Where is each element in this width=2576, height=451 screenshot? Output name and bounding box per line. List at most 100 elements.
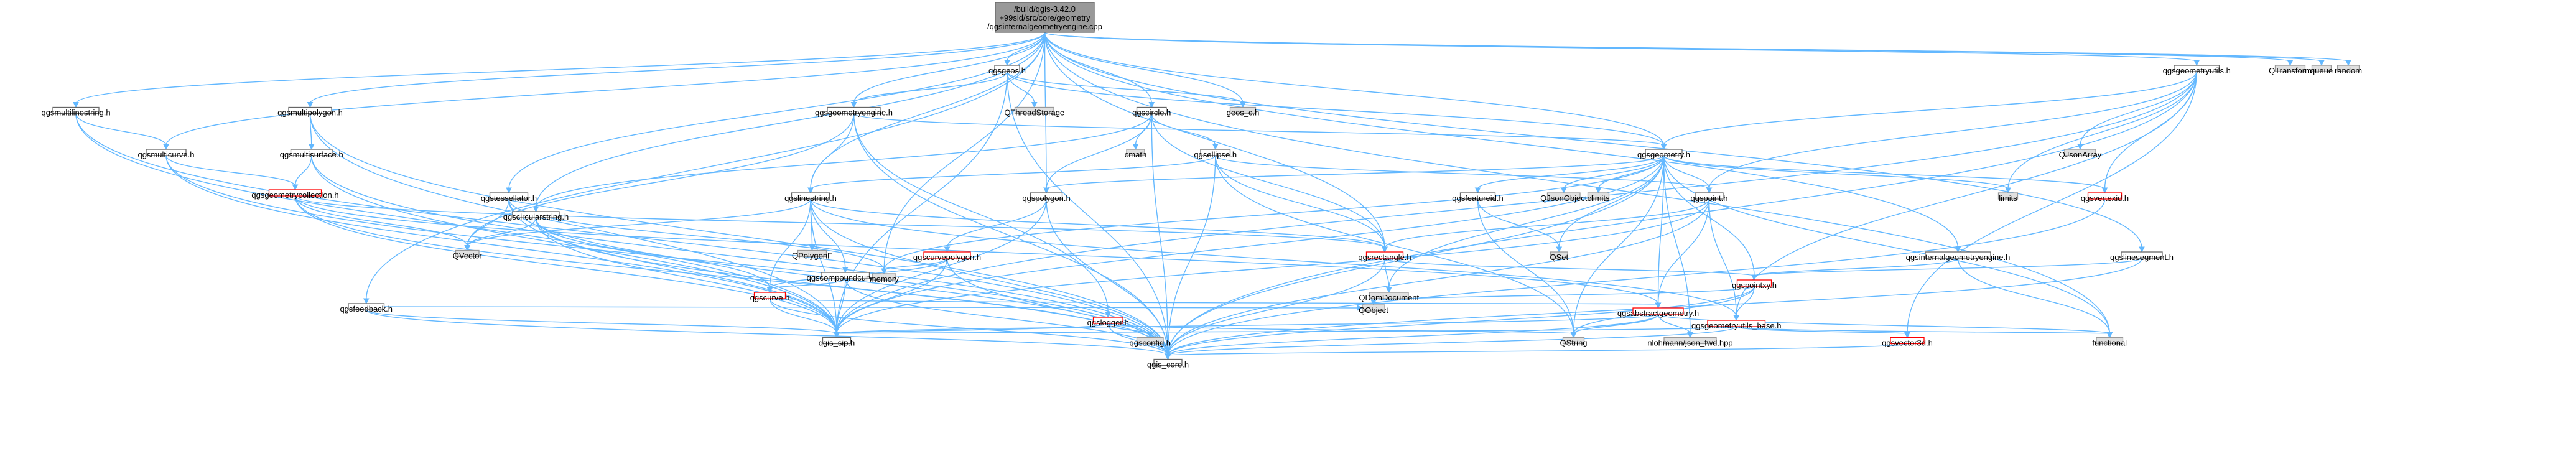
- node-box: [290, 149, 333, 156]
- node-box: [268, 189, 322, 197]
- node-cmath[interactable]: cmath: [1125, 149, 1146, 159]
- node-qgscurve[interactable]: qgscurve.h: [750, 292, 790, 302]
- node-qgsmulticurve[interactable]: qgsmulticurve.h: [137, 149, 195, 159]
- edge-qgsgeometry-to-qstring: [1573, 155, 1665, 334]
- node-qvector[interactable]: QVector: [453, 249, 483, 261]
- edge-qgsellipse-to-qgsrectangle: [1215, 155, 1385, 249]
- node-qset[interactable]: QSet: [1550, 251, 1568, 262]
- node-qgsellipse[interactable]: qgsellipse.h: [1194, 149, 1237, 159]
- edge-root-to-qgslinesegment: [1044, 32, 2142, 249]
- node-qgsgeometryutils-base[interactable]: qgsgeometryutils_base.h: [1691, 320, 1782, 330]
- node-qgsmultilinestring[interactable]: qgsmultilinestring.h: [41, 106, 111, 118]
- node-geos-c[interactable]: geos_c.h: [1227, 106, 1260, 118]
- node-qgsgeometrycollection[interactable]: qgsgeometrycollection.h: [251, 189, 339, 200]
- node-qgsgeometry[interactable]: qgsgeometry.h: [1637, 149, 1690, 159]
- node-label: QPolygonF: [792, 251, 832, 261]
- edge-arrowhead: [809, 245, 816, 251]
- node-qstring[interactable]: QString: [1560, 337, 1588, 348]
- edge-qgslinestring-to-qgis_sip: [810, 198, 837, 334]
- node-qgsmultipolygon[interactable]: qgsmultipolygon.h: [277, 106, 343, 118]
- node-qgsvertexid[interactable]: qgsvertexid.h: [2081, 192, 2129, 203]
- node-label: QThreadStorage: [1004, 108, 1064, 118]
- node-label: qgscurvepolygon.h: [913, 253, 981, 262]
- node-qgsconfig[interactable]: qgsconfig.h: [1130, 337, 1171, 348]
- node-box: [1587, 192, 1610, 200]
- node-box: [1997, 192, 2019, 200]
- node-qgspointxy[interactable]: qgspointxy.h: [1732, 279, 1777, 290]
- node-qgsmultisurface[interactable]: qgsmultisurface.h: [280, 149, 343, 159]
- node-qobject[interactable]: QObject: [1359, 304, 1388, 315]
- node-qgscircularstring[interactable]: qgscircularstring.h: [503, 211, 569, 221]
- edge-arrowhead: [1560, 187, 1567, 194]
- node-functional[interactable]: functional: [2092, 337, 2127, 348]
- edge-arrowhead: [363, 298, 370, 305]
- edge-arrowhead: [881, 268, 888, 275]
- edge-qgsgeometry-to-qgsabstractgeometry: [1657, 155, 1665, 305]
- edge-arrowhead: [2106, 332, 2113, 338]
- node-box: [2174, 65, 2220, 72]
- node-qgspolygon[interactable]: qgspolygon.h: [1022, 192, 1071, 203]
- edge-root-to-qtransform: [1044, 32, 2291, 62]
- node-climits[interactable]: climits: [1587, 192, 1610, 203]
- edge-root-to-qgsmultilinestring: [75, 32, 1046, 104]
- node-qgsgeometryengine[interactable]: qgsgeometryengine.h: [815, 106, 893, 118]
- edge-arrowhead: [807, 187, 814, 194]
- node-qgsvector3d[interactable]: qgsvector3d.h: [1882, 337, 1933, 348]
- edge-qgsfeedback-to-qgis_core: [366, 309, 1169, 356]
- node-qgslinesegment[interactable]: qgslinesegment.h: [2110, 251, 2174, 262]
- node-qgsgeos[interactable]: qgsgeos.h: [988, 65, 1026, 75]
- node-root[interactable]: /build/qgis-3.42.0+99sid/src/core/geomet…: [987, 2, 1102, 33]
- edge-arrowhead: [1570, 332, 1577, 338]
- node-qgsabstractgeometry[interactable]: qgsabstractgeometry.h: [1617, 307, 1699, 318]
- node-qgsfeatureid[interactable]: qgsfeatureid.h: [1452, 192, 1504, 203]
- node-qgslinestring[interactable]: qgslinestring.h: [784, 192, 837, 203]
- node-qtransform[interactable]: QTransform: [2269, 65, 2312, 75]
- edge-qgsmultisurface-to-qgsgeometrycollection: [294, 155, 312, 187]
- node-qgscurvepolygon[interactable]: qgscurvepolygon.h: [913, 251, 981, 262]
- node-qgspoint[interactable]: qgspoint.h: [1691, 192, 1728, 203]
- node-box: [995, 2, 1095, 33]
- edge-qgsgeometryutils_base-to-qgsvector3d: [1736, 326, 1908, 335]
- node-box: [1890, 337, 1925, 345]
- node-qgscircle[interactable]: qgscircle.h: [1132, 106, 1171, 118]
- node-qgsgeometryutils[interactable]: qgsgeometryutils.h: [2163, 65, 2231, 75]
- edge-arrowhead: [1687, 332, 1693, 338]
- node-queue[interactable]: queue: [2310, 65, 2333, 75]
- node-qdomdocument[interactable]: QDomDocument: [1359, 292, 1420, 302]
- node-box: [52, 106, 100, 114]
- node-qgstessellator[interactable]: qgstessellator.h: [481, 192, 537, 203]
- node-box: [1126, 149, 1145, 156]
- edge-arrowhead: [1043, 187, 1049, 194]
- edge-arrowhead: [1146, 332, 1153, 338]
- node-qjsonobject[interactable]: QJsonObject: [1540, 192, 1588, 203]
- edge-qgspoint-to-qgsgeometryutils_base: [1708, 198, 1737, 317]
- node-qgscompoundcurve[interactable]: qgscompoundcurve.h: [807, 272, 884, 282]
- node-qpolygonf[interactable]: QPolygonF: [792, 249, 832, 261]
- node-qgis-core[interactable]: qgis_core.h: [1147, 358, 1189, 370]
- node-box: [827, 106, 881, 114]
- edge-arrowhead: [850, 102, 857, 108]
- edge-root-to-random: [1044, 32, 2349, 62]
- edge-arrowhead: [944, 246, 951, 253]
- node-qjsonarray[interactable]: QJsonArray: [2059, 149, 2102, 159]
- node-box: [1153, 358, 1183, 366]
- node-label: qgsrectangle.h: [1358, 253, 1411, 262]
- edge-arrowhead: [766, 287, 773, 294]
- node-label: qgsgeometryengine.h: [815, 108, 893, 118]
- node-qgsfeedback[interactable]: qgsfeedback.h: [340, 303, 393, 314]
- node-qgslogger[interactable]: qgslogger.h: [1087, 317, 1129, 327]
- node-label: cmath: [1125, 150, 1146, 159]
- node-qgis-sip[interactable]: qgis_sip.h: [819, 337, 855, 348]
- edge-qgsfeedback-to-qgis_sip: [366, 309, 837, 335]
- node-qthreadstorage[interactable]: QThreadStorage: [1004, 106, 1064, 118]
- node-label: qgslinesegment.h: [2110, 253, 2174, 262]
- node-qgsrectangle[interactable]: qgsrectangle.h: [1358, 251, 1411, 262]
- node-qgsinternalgeometryengine[interactable]: qgsinternalgeometryengine.h: [1906, 251, 2011, 262]
- edge-qgsgeometryutils_base-to-functional: [1736, 326, 2110, 335]
- node-random[interactable]: random: [2335, 65, 2362, 75]
- node-label: qgsmulticurve.h: [137, 150, 194, 159]
- node-nlohmann[interactable]: nlohmann/json_fwd.hpp: [1647, 337, 1733, 348]
- edge-arrowhead: [1660, 144, 1667, 151]
- node-memory[interactable]: memory: [870, 273, 899, 284]
- node-limits[interactable]: limits: [1997, 192, 2019, 203]
